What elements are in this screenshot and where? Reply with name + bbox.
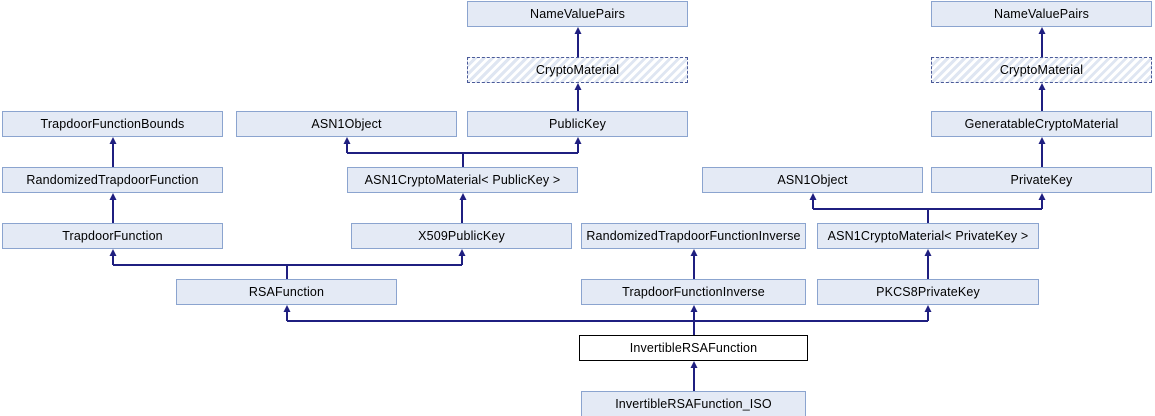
class-node-gcm[interactable]: GeneratableCryptoMaterial bbox=[931, 111, 1152, 137]
class-node-label: ASN1Object bbox=[311, 117, 382, 131]
inheritance-arrowhead bbox=[574, 137, 582, 144]
class-node-pkcs8[interactable]: PKCS8PrivateKey bbox=[817, 279, 1039, 305]
inheritance-arrowhead bbox=[1038, 83, 1046, 90]
inheritance-arrowhead bbox=[924, 249, 932, 256]
inheritance-arrowhead bbox=[109, 193, 117, 200]
class-node-rtfi[interactable]: RandomizedTrapdoorFunctionInverse bbox=[581, 223, 806, 249]
inheritance-arrowhead bbox=[343, 137, 351, 144]
class-node-label: NameValuePairs bbox=[530, 7, 625, 21]
inheritance-arrowhead bbox=[109, 249, 117, 256]
class-node-label: ASN1CryptoMaterial< PrivateKey > bbox=[827, 229, 1029, 243]
class-node-label: TrapdoorFunctionBounds bbox=[40, 117, 185, 131]
inheritance-arrowhead bbox=[109, 137, 117, 144]
class-node-acm_priv[interactable]: ASN1CryptoMaterial< PrivateKey > bbox=[817, 223, 1039, 249]
class-node-label: InvertibleRSAFunction bbox=[629, 341, 758, 355]
class-node-label: NameValuePairs bbox=[994, 7, 1089, 21]
class-node-rsafunc[interactable]: RSAFunction bbox=[176, 279, 397, 305]
inheritance-arrowhead bbox=[690, 305, 698, 312]
inheritance-arrowhead bbox=[459, 193, 467, 200]
class-node-asn1_b[interactable]: ASN1Object bbox=[702, 167, 923, 193]
class-node-cm_right[interactable]: CryptoMaterial bbox=[931, 57, 1152, 83]
class-node-label: CryptoMaterial bbox=[535, 63, 620, 77]
class-node-irsa[interactable]: InvertibleRSAFunction bbox=[579, 335, 808, 361]
inheritance-arrowhead bbox=[1038, 27, 1046, 34]
class-node-nvp_right[interactable]: NameValuePairs bbox=[931, 1, 1152, 27]
inheritance-arrowhead bbox=[690, 361, 698, 368]
class-node-tfi[interactable]: TrapdoorFunctionInverse bbox=[581, 279, 806, 305]
class-node-irsa_iso[interactable]: InvertibleRSAFunction_ISO bbox=[581, 391, 806, 416]
class-node-asn1_a[interactable]: ASN1Object bbox=[236, 111, 457, 137]
class-node-label: InvertibleRSAFunction_ISO bbox=[615, 397, 772, 411]
inheritance-arrowhead bbox=[458, 249, 466, 256]
class-node-cm_left[interactable]: CryptoMaterial bbox=[467, 57, 688, 83]
class-node-nvp_left[interactable]: NameValuePairs bbox=[467, 1, 688, 27]
class-node-tf[interactable]: TrapdoorFunction bbox=[2, 223, 223, 249]
inheritance-arrowhead bbox=[574, 27, 582, 34]
class-node-label: GeneratableCryptoMaterial bbox=[964, 117, 1119, 131]
class-node-pubkey[interactable]: PublicKey bbox=[467, 111, 688, 137]
class-node-rtf[interactable]: RandomizedTrapdoorFunction bbox=[2, 167, 223, 193]
inheritance-arrowhead bbox=[574, 83, 582, 90]
class-node-tfb[interactable]: TrapdoorFunctionBounds bbox=[2, 111, 223, 137]
class-node-x509[interactable]: X509PublicKey bbox=[351, 223, 572, 249]
inheritance-arrowhead bbox=[1038, 137, 1046, 144]
class-node-label: PrivateKey bbox=[1010, 173, 1073, 187]
class-node-label: RandomizedTrapdoorFunctionInverse bbox=[586, 229, 801, 243]
class-node-label: ASN1Object bbox=[777, 173, 848, 187]
class-node-acm_pub[interactable]: ASN1CryptoMaterial< PublicKey > bbox=[347, 167, 578, 193]
class-node-label: X509PublicKey bbox=[418, 229, 505, 243]
class-node-label: CryptoMaterial bbox=[999, 63, 1084, 77]
class-node-privkey[interactable]: PrivateKey bbox=[931, 167, 1152, 193]
inheritance-arrowhead bbox=[1038, 193, 1046, 200]
inheritance-arrowhead bbox=[809, 193, 817, 200]
class-node-label: TrapdoorFunction bbox=[62, 229, 163, 243]
inheritance-arrowhead bbox=[690, 249, 698, 256]
inheritance-arrowhead bbox=[283, 305, 291, 312]
class-node-label: RSAFunction bbox=[248, 285, 325, 299]
inheritance-arrowhead bbox=[924, 305, 932, 312]
class-node-label: ASN1CryptoMaterial< PublicKey > bbox=[364, 173, 561, 187]
class-node-label: PublicKey bbox=[549, 117, 606, 131]
class-node-label: RandomizedTrapdoorFunction bbox=[26, 173, 199, 187]
class-node-label: PKCS8PrivateKey bbox=[876, 285, 980, 299]
class-node-label: TrapdoorFunctionInverse bbox=[622, 285, 765, 299]
